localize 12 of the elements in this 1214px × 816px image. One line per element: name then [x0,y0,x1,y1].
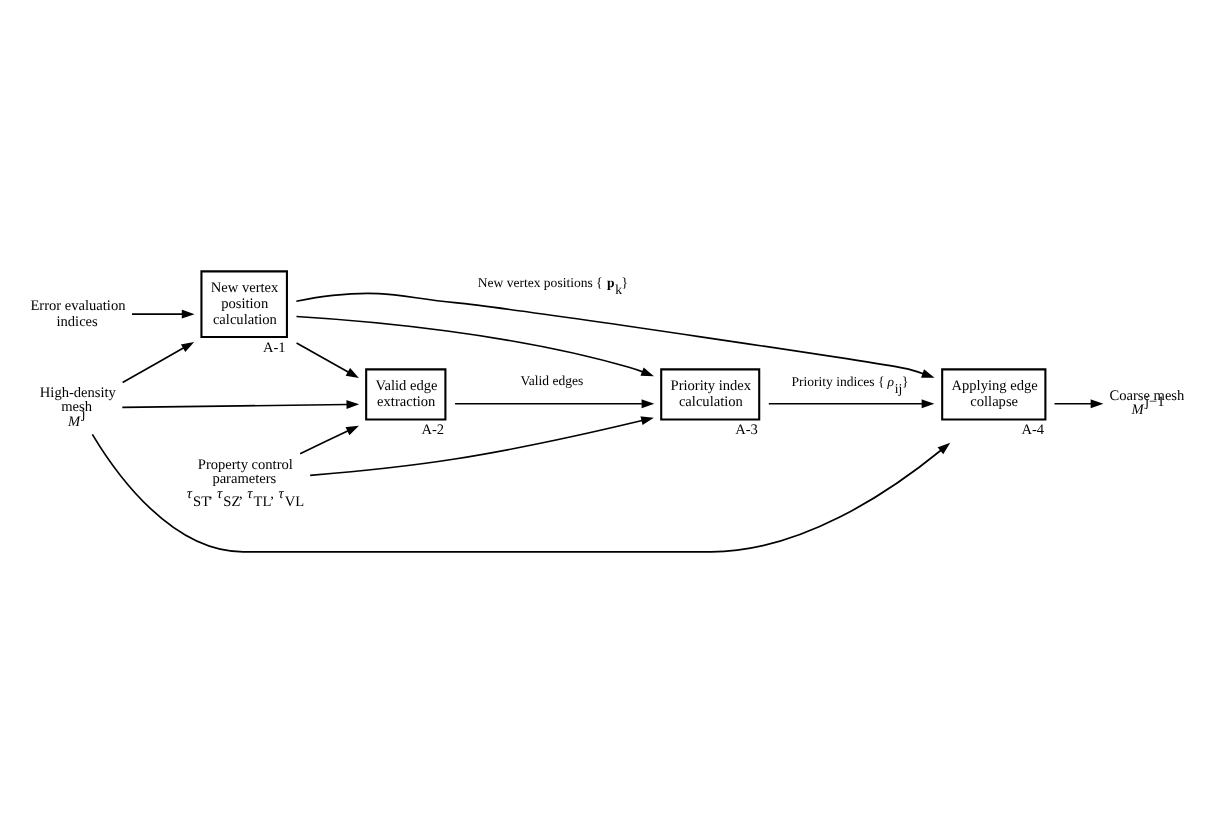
arrow [309,415,654,476]
arrow [454,398,655,408]
arrow [121,399,360,408]
arrow [91,432,951,552]
arrow [121,340,195,383]
arrow [1053,398,1104,408]
arrow [131,308,195,318]
arrow [295,341,359,378]
arrow [299,424,359,454]
arrow [295,314,654,376]
arrow [295,291,935,377]
arrow [767,398,935,408]
